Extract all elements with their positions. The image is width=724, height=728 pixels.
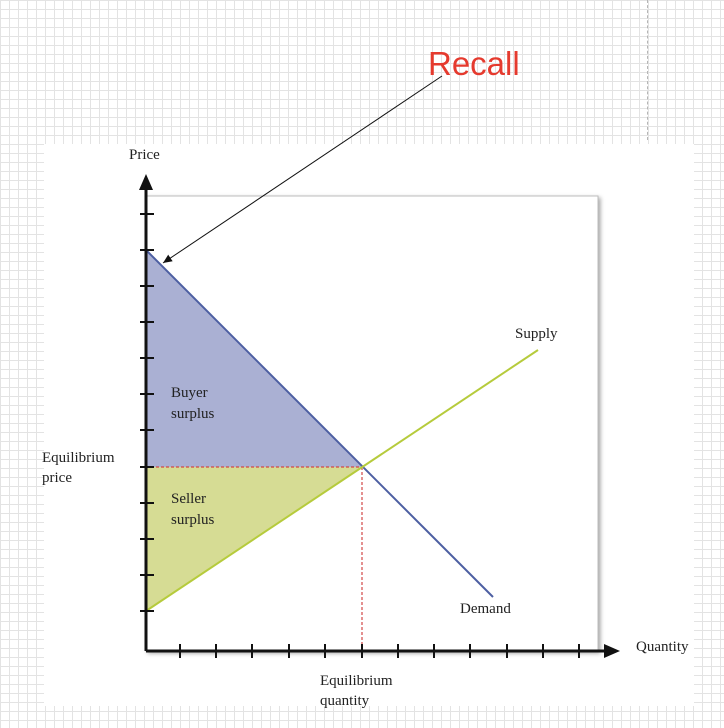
x-axis-arrow bbox=[604, 644, 620, 658]
x-axis-label: Quantity bbox=[636, 639, 689, 655]
y-axis-arrow bbox=[139, 174, 153, 190]
equilibrium-price-label-line1: Equilibrium bbox=[42, 450, 115, 466]
equilibrium-quantity-label-line2: quantity bbox=[320, 693, 370, 709]
buyer-surplus-label-line1: Buyer bbox=[171, 385, 208, 401]
x-axis-ticks bbox=[179, 644, 580, 658]
seller-surplus-label-line2: surplus bbox=[171, 512, 215, 528]
supply-curve bbox=[145, 349, 539, 612]
buyer-surplus-label-line2: surplus bbox=[171, 406, 215, 422]
grid-divider bbox=[647, 0, 648, 140]
demand-curve bbox=[145, 249, 494, 598]
supply-label: Supply bbox=[515, 326, 558, 342]
y-axis-ticks bbox=[140, 213, 154, 612]
recall-annotation: Recall bbox=[428, 45, 520, 82]
equilibrium-quantity-label-line1: Equilibrium bbox=[320, 673, 393, 689]
equilibrium-price-label-line2: price bbox=[42, 470, 72, 486]
demand-label: Demand bbox=[460, 601, 511, 617]
y-axis-label: Price bbox=[129, 147, 160, 163]
recall-arrow bbox=[162, 75, 443, 264]
seller-surplus-label-line1: Seller bbox=[171, 491, 206, 507]
